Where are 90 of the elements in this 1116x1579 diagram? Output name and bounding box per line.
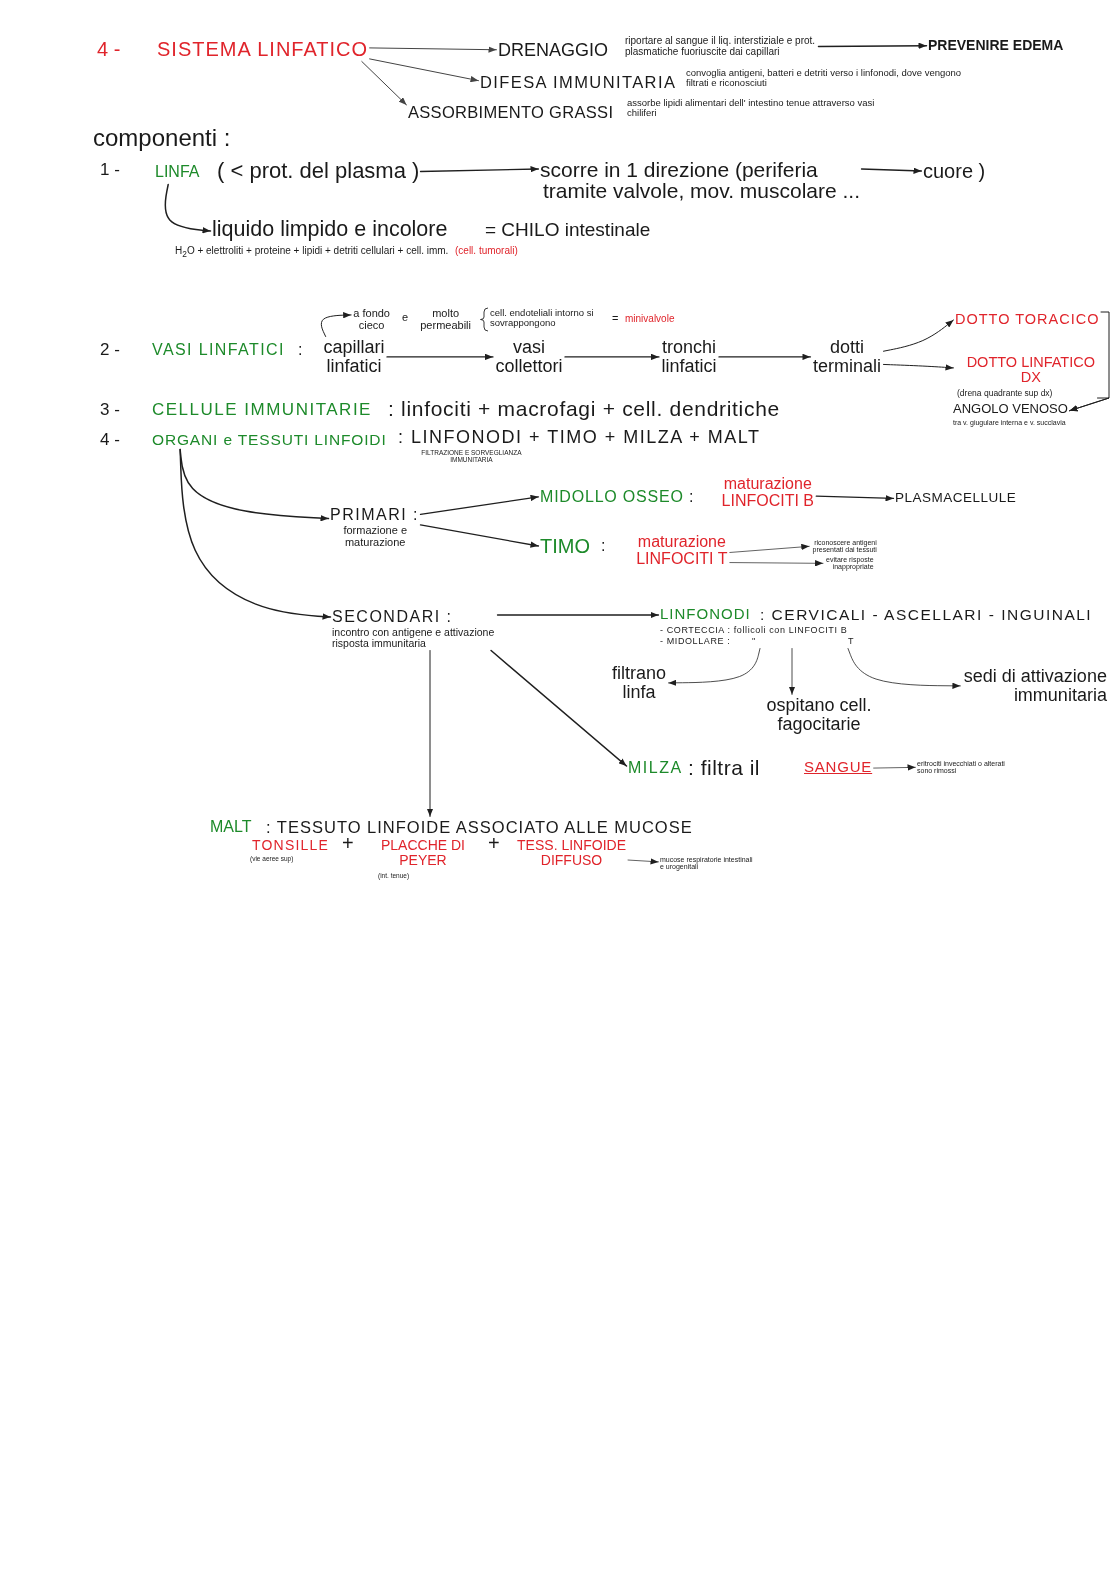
- concept-text: PREVENIRE EDEMA: [928, 38, 1064, 54]
- annotation-text: molto permeabili: [419, 308, 472, 332]
- concept-text: : LINFONODI + TIMO + MILZA + MALT: [398, 428, 761, 448]
- concept-text: maturazione LINFOCITI B: [720, 476, 815, 510]
- annotation-text: - CORTECCIA : follicoli con LINFOCITI B: [660, 626, 848, 636]
- arrow: [164, 183, 212, 234]
- annotation-text: H$_{2}$O + elettroliti + proteine + lipidi + detriti cellulari + cell. imm.: [175, 245, 449, 260]
- concept-text: sedi di attivazione immunitaria: [961, 667, 1107, 705]
- annotation-text: (cell. tumorali): [455, 245, 518, 256]
- arrow: [426, 650, 434, 817]
- arrow: [817, 42, 928, 49]
- concept-text: ospitano cell. fagocitarie: [765, 696, 873, 734]
- arrow: [419, 524, 540, 548]
- concept-text: DOTTO TORACICO: [955, 312, 1100, 328]
- arrow: [386, 353, 494, 361]
- annotation-text: riportare al sangue il liq. interstiziale e prot. plasmatiche fuoriuscite dai capillari: [625, 36, 817, 57]
- concept-text: MILZA: [628, 759, 683, 777]
- arrow: [369, 46, 497, 53]
- annotation-text: minivalvole: [625, 313, 675, 324]
- ditto-mark: ": [752, 637, 756, 647]
- arrow: [718, 353, 812, 361]
- annotation-text: e: [402, 311, 409, 324]
- annotation-text: T: [848, 637, 854, 647]
- list-number: 4 -: [97, 38, 121, 60]
- concept-text: dotti terminali: [812, 338, 882, 376]
- section-heading: componenti :: [93, 125, 231, 152]
- colon: :: [298, 341, 303, 359]
- concept-text: = CHILO intestinale: [485, 220, 651, 241]
- concept-text: scorre in 1 direzione (periferia: [540, 158, 818, 182]
- list-number: 1 -: [100, 161, 120, 180]
- annotation-text: incontro con antigene e attivazione risposta immunitaria: [332, 627, 496, 650]
- arrow: [320, 311, 352, 337]
- arrow: [419, 165, 540, 173]
- concept-text: DOTTO LINFATICO DX: [965, 355, 1096, 386]
- concept-text: maturazione LINFOCITI T: [635, 534, 729, 568]
- arrow: [883, 363, 954, 371]
- concept-text: SANGUE: [804, 759, 873, 776]
- concept-text: vasi collettori: [494, 338, 564, 376]
- concept-text: a fondo cieco: [352, 308, 391, 332]
- annotation-text: (drena quadrante sup dx): [957, 389, 1053, 399]
- concept-text: filtrano linfa: [611, 664, 667, 702]
- annotation-text: formazione e maturazione: [342, 525, 408, 549]
- concept-text: CELLULE IMMUNITARIE: [152, 401, 372, 420]
- concept-text: PLASMACELLULE: [895, 491, 1017, 506]
- annotation-text: assorbe lipidi alimentari dell' intestino tenue attraverso vasi chiliferi: [627, 98, 876, 118]
- arrow: [369, 58, 479, 83]
- concept-text: VASI LINFATICI: [152, 341, 285, 359]
- colon: :: [601, 537, 606, 555]
- concept-text: PLACCHE DI PEYER: [380, 838, 466, 868]
- concept-text: : linfociti + macrofagi + cell. dendritiche: [388, 397, 780, 421]
- arrow: [496, 611, 660, 619]
- arrow: [419, 494, 540, 516]
- section-heading: SISTEMA LINFATICO: [157, 38, 369, 60]
- concept-text: ASSORBIMENTO GRASSI: [408, 103, 614, 122]
- concept-text: ANGOLO VENOSO: [953, 402, 1068, 417]
- arrow: [564, 353, 660, 361]
- concept-text: cuore ): [923, 160, 986, 182]
- arrow: [490, 649, 628, 767]
- concept-text: SECONDARI :: [332, 608, 453, 626]
- concept-text: DIFESA IMMUNITARIA: [480, 73, 677, 92]
- concept-text: TONSILLE: [252, 838, 330, 854]
- annotation-text: - MIDOLLARE :: [660, 637, 731, 647]
- concept-text: TESS. LINFOIDE DIFFUSO: [516, 838, 627, 868]
- arrow: [860, 167, 923, 174]
- arrow: [883, 319, 954, 352]
- concept-text: : filtra il: [688, 756, 760, 780]
- concept-text: LINFONODI: [660, 606, 751, 623]
- concept-text: : CERVICALI - ASCELLARI - INGUINALI: [760, 606, 1093, 624]
- concept-text: ORGANI e TESSUTI LINFOIDI: [152, 431, 387, 449]
- arrow: [815, 495, 895, 502]
- equals-sign: =: [612, 312, 619, 325]
- concept-text: ( < prot. del plasma ): [217, 159, 420, 184]
- concept-text: MALT: [210, 818, 252, 836]
- concept-text: tronchi linfatici: [660, 338, 718, 376]
- colon: :: [689, 488, 694, 506]
- list-number: 2 -: [100, 341, 120, 360]
- concept-text: TIMO: [540, 535, 590, 557]
- arrow: [361, 61, 407, 106]
- concept-text: PRIMARI :: [330, 506, 420, 524]
- annotation-text: cell. endoteliali intorno si sovrappongono: [490, 308, 595, 328]
- list-number: 3 -: [100, 401, 120, 420]
- annotation-text: convoglia antigeni, batteri e detriti verso i linfonodi, dove vengono filtrati e riconosciuti: [686, 68, 963, 88]
- arrow: [1069, 397, 1110, 412]
- concept-text: MIDOLLO OSSEO: [540, 488, 684, 506]
- concept-text: capillari linfatici: [322, 338, 386, 376]
- concept-text: LINFA: [155, 163, 200, 181]
- arrow: [179, 448, 332, 620]
- concept-text: liquido limpido e incolore: [212, 218, 448, 242]
- list-number: 4 -: [100, 431, 120, 450]
- concept-text: DRENAGGIO: [498, 41, 608, 61]
